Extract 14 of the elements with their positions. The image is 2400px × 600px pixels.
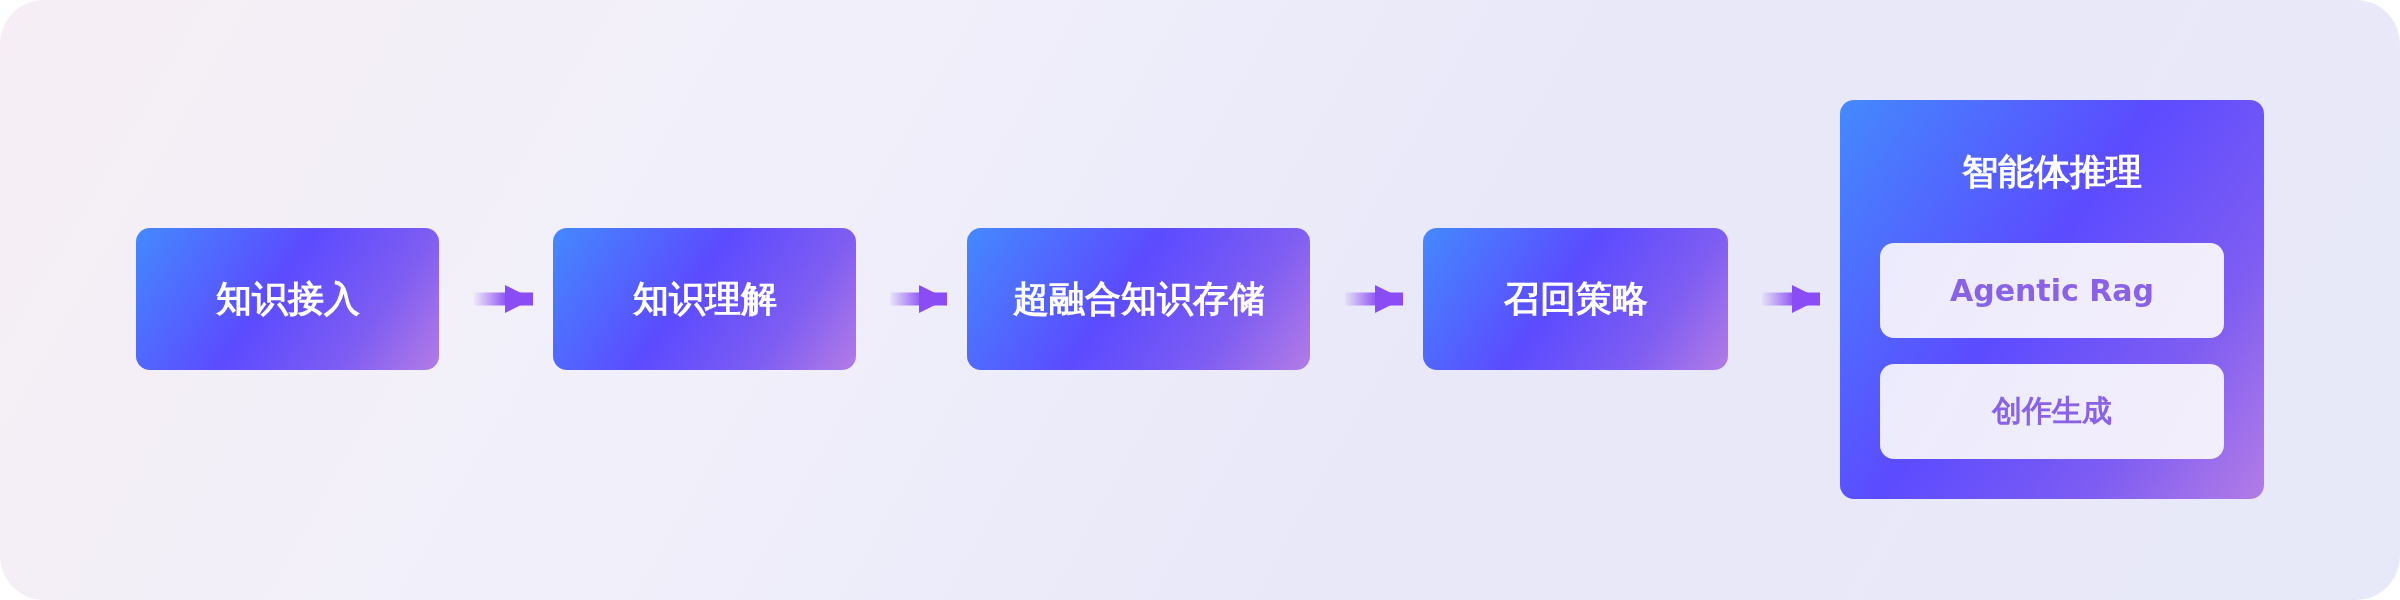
process-box [967,228,1310,370]
step-label: 知识接入 [215,276,360,321]
process-box [136,228,439,370]
step-label: Agentic Rag [1949,273,2155,308]
step-label: 召回策略 [1503,276,1648,321]
process-box [1423,228,1728,370]
group-title: 智能体推理 [1962,150,2142,194]
step-label: 超融合知识存储 [1012,276,1265,321]
sub-step-box [1880,364,2224,459]
step-label: 创作生成 [1992,392,2112,430]
process-box [553,228,856,370]
step-label: 知识理解 [632,276,777,321]
sub-step-box [1880,243,2224,338]
group-box [1840,100,2264,499]
